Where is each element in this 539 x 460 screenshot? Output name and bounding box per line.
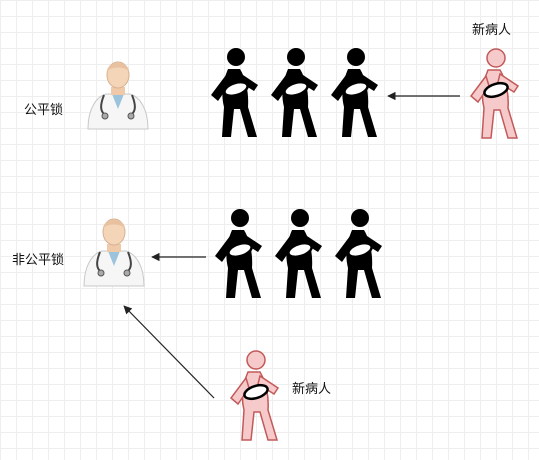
new-patient-top [469,47,520,140]
waiting-patient-bottom-1 [213,207,264,300]
waiting-patient-bottom-3 [333,207,384,300]
doctor-fair-lock [87,61,149,130]
waiting-patient-bottom-2 [273,207,324,300]
unfair-lock-label: 非公平锁 [12,253,65,268]
waiting-patient-top-2 [269,46,320,139]
new-patient-label-bottom: 新病人 [292,382,332,397]
waiting-patient-top-3 [329,46,380,139]
new-patient-label-top: 新病人 [472,23,512,38]
waiting-patient-top-1 [209,46,260,139]
new-patient-bottom [229,349,280,442]
fair-lock-label: 公平锁 [24,103,64,118]
arrow-new-patient-to-doctor [123,305,215,399]
doctor-unfair-lock [83,218,145,287]
